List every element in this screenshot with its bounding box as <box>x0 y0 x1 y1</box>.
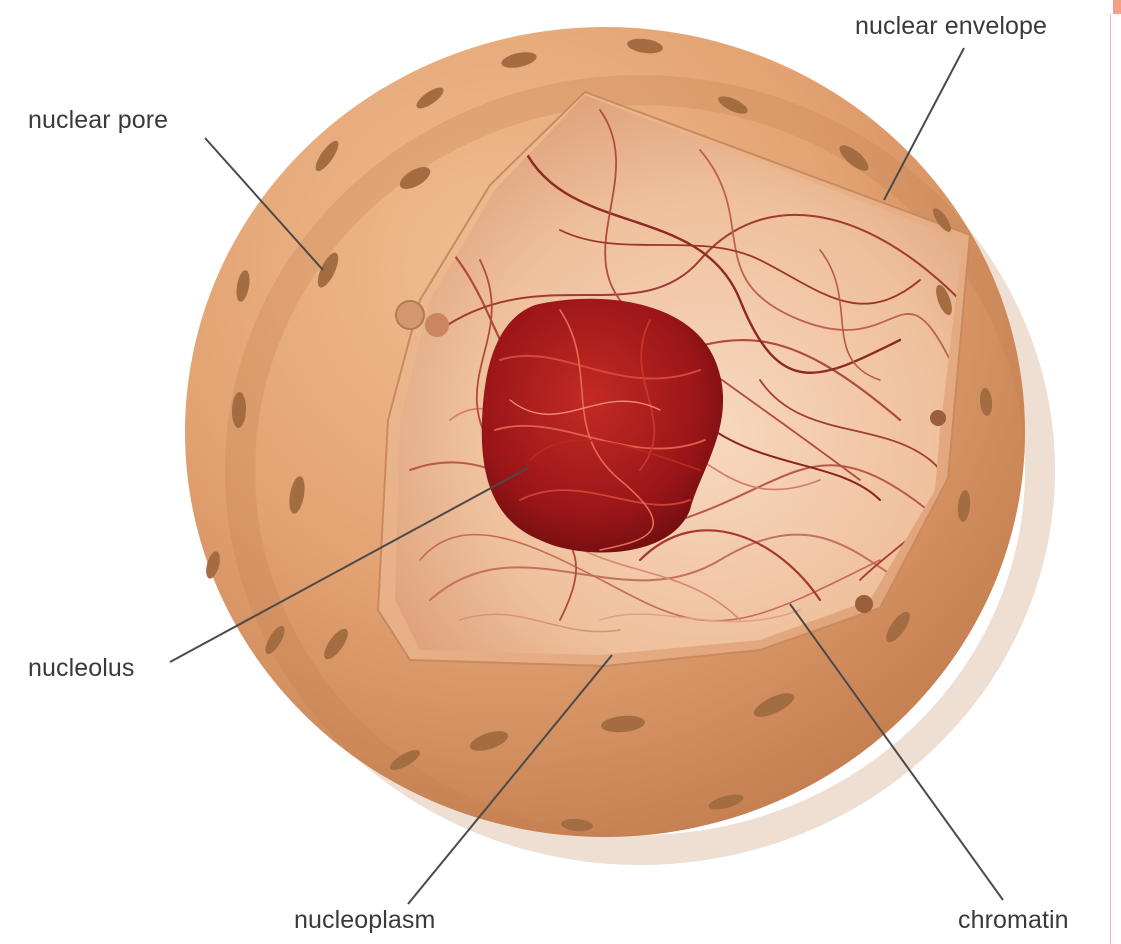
label-nuclear-envelope: nuclear envelope <box>855 14 1047 39</box>
label-nuclear-pore: nuclear pore <box>28 108 168 133</box>
label-chromatin: chromatin <box>958 908 1069 933</box>
label-nucleolus: nucleolus <box>28 656 135 681</box>
label-nucleoplasm: nucleoplasm <box>294 908 435 933</box>
nucleolus <box>482 299 723 553</box>
